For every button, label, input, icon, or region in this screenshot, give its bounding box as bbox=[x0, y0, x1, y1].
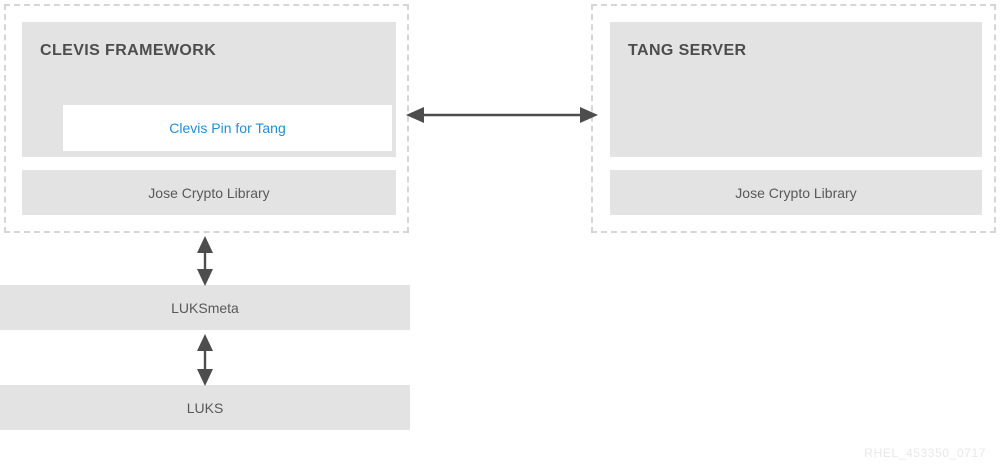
jose-crypto-library-label-left: Jose Crypto Library bbox=[148, 184, 270, 201]
clevis-framework-title: CLEVIS FRAMEWORK bbox=[40, 42, 217, 59]
luks-panel: LUKS bbox=[0, 385, 410, 430]
clevis-zone-boundary bbox=[4, 4, 409, 233]
jose-crypto-library-label-right: Jose Crypto Library bbox=[735, 184, 857, 201]
jose-crypto-library-panel-right: Jose Crypto Library bbox=[610, 170, 982, 215]
bidirectional-arrow-icon-clevis-tang bbox=[406, 107, 598, 123]
bidirectional-arrow-icon-clevis-luksmeta bbox=[197, 236, 213, 286]
jose-crypto-library-panel-left: Jose Crypto Library bbox=[22, 170, 396, 215]
clevis-framework-panel: CLEVIS FRAMEWORK Clevis Pin for Tang bbox=[22, 22, 396, 157]
luksmeta-label: LUKSmeta bbox=[171, 299, 239, 316]
luks-label: LUKS bbox=[186, 399, 224, 416]
tang-server-panel: TANG SERVER bbox=[610, 22, 982, 157]
bidirectional-arrow-icon-luksmeta-luks bbox=[197, 334, 213, 386]
luksmeta-panel: LUKSmeta bbox=[0, 285, 410, 330]
tang-server-title: TANG SERVER bbox=[628, 42, 747, 59]
tang-zone-boundary bbox=[591, 4, 996, 233]
clevis-pin-for-tang-label: Clevis Pin for Tang bbox=[169, 120, 286, 136]
clevis-pin-for-tang-box[interactable]: Clevis Pin for Tang bbox=[63, 105, 392, 151]
document-watermark: RHEL_453350_0717 bbox=[864, 446, 986, 460]
